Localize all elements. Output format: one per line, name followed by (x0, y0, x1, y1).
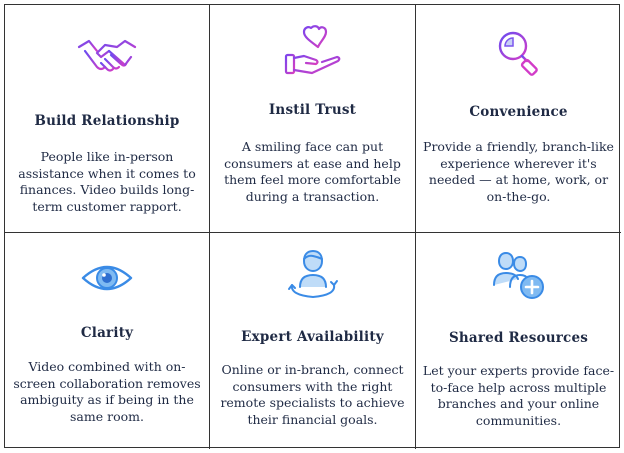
desc-line: finances. Video builds long- (19, 182, 195, 197)
card-title: Instil Trust (268, 102, 357, 118)
desc-line: to-face help across multiple (430, 379, 607, 395)
desc-line: Provide a friendly, branch-like (423, 139, 614, 154)
desc-line: consumers with the right (232, 378, 393, 394)
desc-line: them feel more comfortable (224, 172, 401, 187)
card-title: Expert Availability (241, 329, 384, 345)
desc-line: Online or in-branch, connect (221, 362, 404, 377)
desc-line: communities. (475, 412, 562, 428)
card-title: Convenience (469, 104, 568, 120)
card-title: Shared Resources (448, 330, 589, 346)
desc-line: on-the-go. (486, 188, 551, 204)
card-description: Online or in-branch, connect consumers w… (216, 362, 409, 428)
desc-line: same room. (70, 408, 144, 424)
card-description: Provide a friendly, branch-like experien… (422, 139, 615, 205)
card-shared-resources: Shared Resources Let your experts provid… (416, 233, 621, 449)
desc-line: ambiguity as if being in the (20, 392, 194, 407)
card-description: People like in-person assistance when it… (11, 149, 203, 215)
add-users-icon (492, 252, 544, 299)
card-title: Build Relationship (34, 113, 180, 129)
card-title: Clarity (80, 325, 134, 341)
desc-line: Let your experts provide face- (422, 363, 615, 378)
card-expert-availability: Expert Availability Online or in-branch,… (210, 233, 416, 449)
desc-line: experience wherever it's (440, 155, 597, 171)
desc-line: assistance when it comes to (18, 165, 196, 181)
features-grid: Build Relationship People like in-person… (4, 4, 621, 449)
desc-line: needed — at home, work, or (428, 172, 609, 187)
desc-line: screen collaboration removes (13, 375, 201, 391)
magnifier-icon (498, 31, 538, 76)
heart-hand-icon (284, 25, 340, 75)
card-instil-trust: Instil Trust A smiling face can put cons… (210, 5, 416, 233)
desc-line: remote specialists to achieve (220, 395, 405, 410)
handshake-icon (77, 39, 137, 72)
card-description: Video combined with on- screen collabora… (11, 359, 203, 425)
desc-line: their financial goals. (247, 411, 378, 427)
desc-line: consumers at ease and help (224, 155, 401, 171)
desc-line: during a transaction. (245, 188, 380, 204)
person-rotate-icon (287, 250, 338, 298)
desc-line: A smiling face can put (241, 139, 384, 154)
desc-line: branches and your online (437, 396, 600, 411)
card-clarity: Clarity Video combined with on- screen c… (5, 233, 210, 449)
card-description: Let your experts provide face- to-face h… (422, 363, 615, 429)
desc-line: Video combined with on- (28, 359, 186, 374)
card-description: A smiling face can put consumers at ease… (216, 139, 409, 205)
card-build-relationship: Build Relationship People like in-person… (5, 5, 210, 233)
card-convenience: Convenience Provide a friendly, branch-l… (416, 5, 621, 233)
desc-line: term customer rapport. (32, 198, 182, 214)
desc-line: People like in-person (40, 149, 174, 164)
eye-icon (81, 265, 133, 291)
